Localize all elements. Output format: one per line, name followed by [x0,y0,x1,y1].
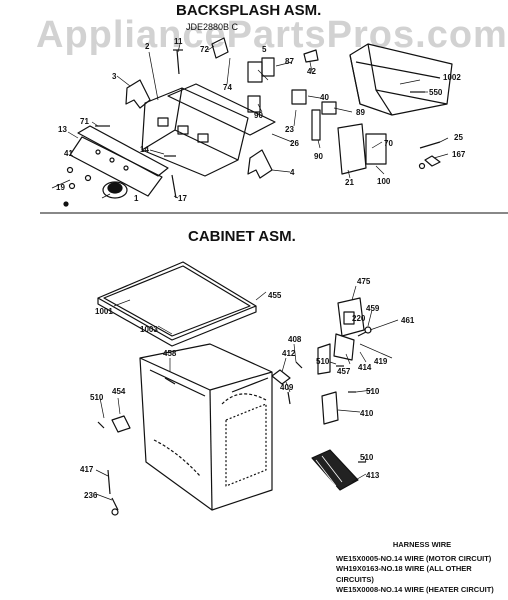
part-13-face-plate [69,125,169,197]
callout-90: 90 [254,111,263,120]
part-475-terminal-block [317,297,365,375]
callout-410: 410 [360,409,374,418]
callout-1001: 1001 [95,307,113,316]
harness-line: WH19X0163-NO.18 WIRE (ALL OTHER CIRCUITS… [336,564,472,584]
callout-1003: 1003 [140,325,158,334]
part-1001-cabinet-top [97,261,257,347]
part-3-end-cap [125,79,151,109]
callout-167: 167 [452,150,466,159]
part-410-bracket [321,391,339,425]
callout-510-d: 510 [90,393,104,402]
callout-409: 409 [280,383,294,392]
harness-line: WE15X0008-NO.14 WIRE (HEATER CIRCUIT) [336,585,494,594]
part-413-vent [311,449,359,491]
part-4-end-cap [247,149,273,179]
part-408-412-clips [271,361,303,405]
callout-11: 11 [174,37,183,46]
callout-89: 89 [356,108,365,117]
callout-3: 3 [112,72,117,81]
callout-70: 70 [384,139,393,148]
callout-87: 87 [285,57,294,66]
callout-510-c: 510 [360,453,374,462]
callout-13: 13 [58,125,67,134]
callout-1002: 1002 [443,73,461,82]
callout-41: 41 [64,149,73,158]
callout-455: 455 [268,291,282,300]
callout-510-a: 510 [316,357,330,366]
backsplash-title: BACKSPLASH ASM. [176,2,322,19]
harness-wire-notes: HARNESS WIRE WE15X0005-NO.14 WIRE (MOTOR… [336,540,508,596]
part-1-knob [102,181,128,199]
part-26-trim [167,83,276,136]
callout-413: 413 [366,471,380,480]
callout-19: 19 [56,183,65,192]
callout-459: 459 [366,304,380,313]
model-number: JDE2880B C [186,22,239,32]
callout-475: 475 [357,277,371,286]
callout-220: 220 [352,314,366,323]
callout-417: 417 [80,465,94,474]
callout-510-b: 510 [366,387,380,396]
callout-74: 74 [223,83,232,92]
part-2-control-panel [141,87,249,177]
part-cabinet-body [139,343,273,511]
callout-1: 1 [134,194,139,203]
callout-414: 414 [358,363,372,372]
callout-412: 412 [282,349,296,358]
callout-457: 457 [337,367,351,376]
callout-21: 21 [345,178,354,187]
part-1002-backsplash-support [349,43,453,116]
cabinet-title: CABINET ASM. [188,228,296,245]
callout-4: 4 [290,168,295,177]
leader-lines [51,43,449,501]
callout-550: 550 [429,88,443,97]
callout-17: 17 [178,194,187,203]
callout-40: 40 [320,93,329,102]
callout-71: 71 [80,117,89,126]
callout-100: 100 [377,177,391,186]
callout-23: 23 [285,125,294,134]
callout-419: 419 [374,357,388,366]
callout-2: 2 [145,42,150,51]
part-switches [211,37,387,175]
callout-458: 458 [163,349,177,358]
callout-26: 26 [290,139,299,148]
callout-42: 42 [307,67,316,76]
callout-72: 72 [200,45,209,54]
callout-5: 5 [262,45,267,54]
harness-title: HARNESS WIRE [392,540,452,549]
callout-14: 14 [140,145,149,154]
callout-90b: 90 [314,152,323,161]
callout-236: 236 [84,491,98,500]
callout-408: 408 [288,335,302,344]
harness-line: WE15X0005-NO.14 WIRE (MOTOR CIRCUIT) [336,553,492,563]
callout-25: 25 [454,133,463,142]
callout-454: 454 [112,387,126,396]
watermark-logo: AppliancePartsPros.com [36,14,508,56]
callout-461: 461 [401,316,415,325]
